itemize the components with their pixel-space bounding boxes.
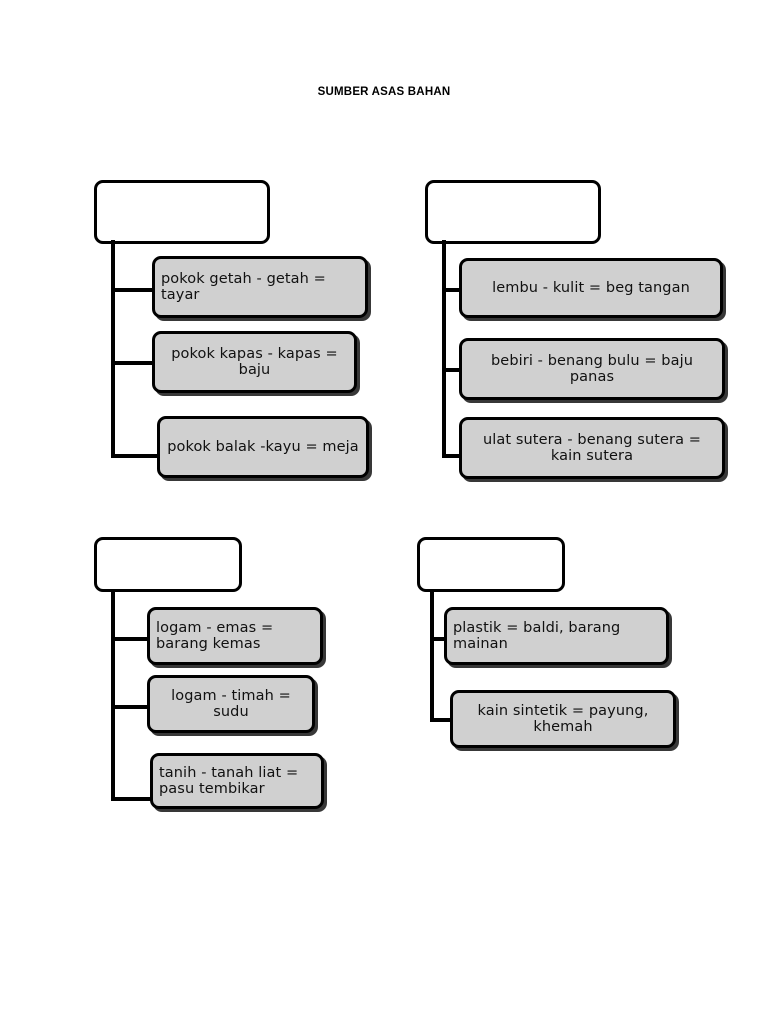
group-2-trunk-line — [442, 240, 446, 457]
group-2-child-label-3: ulat sutera - benang sutera = kain suter… — [482, 431, 702, 464]
group-3-child-box-3[interactable]: tanih - tanah liat = pasu tembikar — [150, 753, 324, 809]
group-4-child-label-2: kain sintetik = payung, khemah — [477, 702, 649, 735]
group-2-child-label-2: bebiri - benang bulu = baju panas — [491, 352, 693, 385]
group-3-child-label-1: logam - emas = barang kemas — [156, 619, 274, 652]
group-4-child-box-2[interactable]: kain sintetik = payung, khemah — [450, 690, 676, 748]
group-1-trunk-line — [111, 240, 115, 457]
group-1-child-box-1[interactable]: pokok getah - getah = tayar — [152, 256, 368, 318]
group-1-parent-box[interactable] — [94, 180, 270, 244]
group-2-parent-box[interactable] — [425, 180, 601, 244]
group-4-child-box-1[interactable]: plastik = baldi, barang mainan — [444, 607, 669, 665]
group-2-child-box-3[interactable]: ulat sutera - benang sutera = kain suter… — [459, 417, 725, 479]
group-2-child-box-2[interactable]: bebiri - benang bulu = baju panas — [459, 338, 725, 400]
group-1-branch-line-3 — [111, 454, 161, 458]
group-3-trunk-line — [111, 589, 115, 800]
group-2-branch-line-3 — [442, 454, 464, 458]
group-4-trunk-line — [430, 589, 434, 721]
group-4-parent-box[interactable] — [417, 537, 565, 592]
group-3-child-label-3: tanih - tanah liat = pasu tembikar — [159, 764, 299, 797]
group-1-child-box-3[interactable]: pokok balak -kayu = meja — [157, 416, 369, 478]
group-4-child-label-1: plastik = baldi, barang mainan — [453, 619, 621, 652]
group-3-child-box-1[interactable]: logam - emas = barang kemas — [147, 607, 323, 665]
group-1-child-label-3: pokok balak -kayu = meja — [167, 438, 359, 455]
group-4-branch-line-1 — [430, 637, 448, 641]
group-1-child-label-2: pokok kapas - kapas = baju — [171, 345, 338, 378]
group-3-branch-line-2 — [111, 705, 147, 709]
group-3-branch-line-3 — [111, 797, 151, 801]
group-1-child-box-2[interactable]: pokok kapas - kapas = baju — [152, 331, 357, 393]
group-3-child-label-2: logam - timah = sudu — [171, 687, 291, 720]
group-3-branch-line-1 — [111, 637, 147, 641]
group-1-branch-line-1 — [111, 288, 156, 292]
group-3-child-box-2[interactable]: logam - timah = sudu — [147, 675, 315, 733]
group-1-child-label-1: pokok getah - getah = tayar — [161, 270, 326, 303]
group-2-branch-line-1 — [442, 288, 464, 292]
group-2-child-box-1[interactable]: lembu - kulit = beg tangan — [459, 258, 723, 318]
group-4-branch-line-2 — [430, 718, 456, 722]
group-1-branch-line-2 — [111, 361, 156, 365]
group-2-child-label-1: lembu - kulit = beg tangan — [492, 279, 690, 296]
group-3-parent-box[interactable] — [94, 537, 242, 592]
group-2-branch-line-2 — [442, 368, 464, 372]
page-title: SUMBER ASAS BAHAN — [317, 86, 451, 98]
